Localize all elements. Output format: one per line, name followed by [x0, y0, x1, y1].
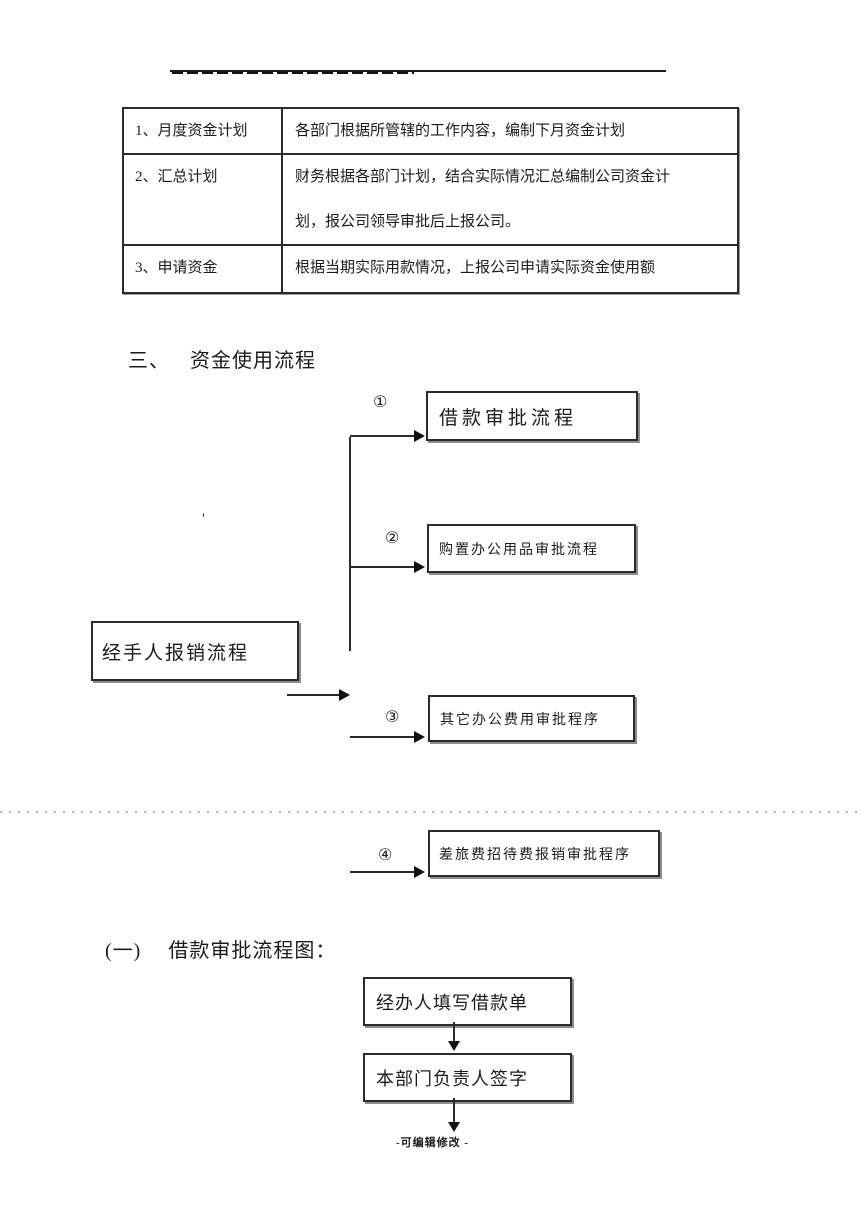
table-cell-label: 1、月度资金计划 [124, 109, 283, 153]
flow-box-handler-reimbursement: 经手人报销流程 [91, 621, 299, 681]
top-rule-dashes [172, 72, 414, 74]
flow-trunk-line [349, 437, 351, 651]
stray-mark: ' [202, 511, 205, 528]
desc-line: 财务根据各部门计划，结合实际情况汇总编制公司资金计 [295, 169, 671, 185]
desc-line: 根据当期实际用款情况，上报公司申请实际资金使用额 [295, 260, 656, 276]
branch-arrow [350, 866, 425, 878]
branch-arrow [350, 430, 425, 442]
table-cell-desc: 财务根据各部门计划，结合实际情况汇总编制公司资金计 划，报公司领导审批后上报公司… [283, 155, 737, 244]
table-row: 1、月度资金计划 各部门根据所管辖的工作内容，编制下月资金计划 [124, 109, 737, 155]
subsection-heading: (一) 借款审批流程图： [105, 934, 336, 963]
subsection-number: (一) [105, 940, 142, 962]
subsection-title: 借款审批流程图： [168, 940, 337, 962]
section-number: 三、 [128, 350, 170, 372]
down-arrow [448, 1098, 460, 1132]
table-row: 3、申请资金 根据当期实际用款情况，上报公司申请实际资金使用额 [124, 246, 737, 292]
table-cell-desc: 各部门根据所管辖的工作内容，编制下月资金计划 [283, 109, 737, 153]
branch-number: ④ [378, 845, 393, 864]
desc-line: 各部门根据所管辖的工作内容，编制下月资金计划 [295, 123, 626, 139]
flow-box-label: 借款审批流程 [439, 407, 578, 429]
source-arrow [287, 689, 350, 701]
flow-box-label: 经办人填写借款单 [376, 992, 528, 1013]
flow-box-label: 购置办公用品审批流程 [439, 542, 599, 558]
flow-box-other-expenses: 其它办公费用审批程序 [428, 695, 635, 742]
section-title: 资金使用流程 [190, 350, 316, 372]
section-heading: 三、 资金使用流程 [128, 344, 316, 373]
down-arrow [448, 1022, 460, 1051]
branch-arrow [350, 731, 425, 743]
flow-box-label: 其它办公费用审批程序 [440, 712, 600, 728]
funding-plan-table: 1、月度资金计划 各部门根据所管辖的工作内容，编制下月资金计划 2、汇总计划 财… [122, 107, 739, 294]
flow-box-label: 本部门负责人签字 [376, 1068, 528, 1089]
flow-box-label: 差旅费招待费报销审批程序 [439, 847, 631, 863]
footer-editable-note: -可编辑修改 - [396, 1137, 470, 1149]
desc-line: 划，报公司领导审批后上报公司。 [295, 214, 521, 230]
branch-arrow [350, 561, 425, 573]
table-cell-label: 3、申请资金 [124, 246, 283, 292]
branch-number: ③ [385, 707, 400, 726]
branch-number: ① [373, 392, 388, 411]
branch-number: ② [385, 528, 400, 547]
table-row: 2、汇总计划 财务根据各部门计划，结合实际情况汇总编制公司资金计 划，报公司领导… [124, 155, 737, 246]
flow-box-dept-head-sign: 本部门负责人签字 [363, 1053, 572, 1102]
flow-box-office-supplies: 购置办公用品审批流程 [427, 524, 636, 573]
flow-box-fill-loan-form: 经办人填写借款单 [363, 977, 572, 1026]
flow-box-travel-entertainment: 差旅费招待费报销审批程序 [428, 830, 660, 877]
flow-box-loan-approval: 借款审批流程 [426, 391, 638, 441]
top-rule-line [170, 70, 666, 72]
page-break-dotted-line [0, 811, 860, 813]
table-cell-desc: 根据当期实际用款情况，上报公司申请实际资金使用额 [283, 246, 737, 292]
flow-box-label: 经手人报销流程 [102, 642, 250, 664]
table-cell-label: 2、汇总计划 [124, 155, 283, 244]
